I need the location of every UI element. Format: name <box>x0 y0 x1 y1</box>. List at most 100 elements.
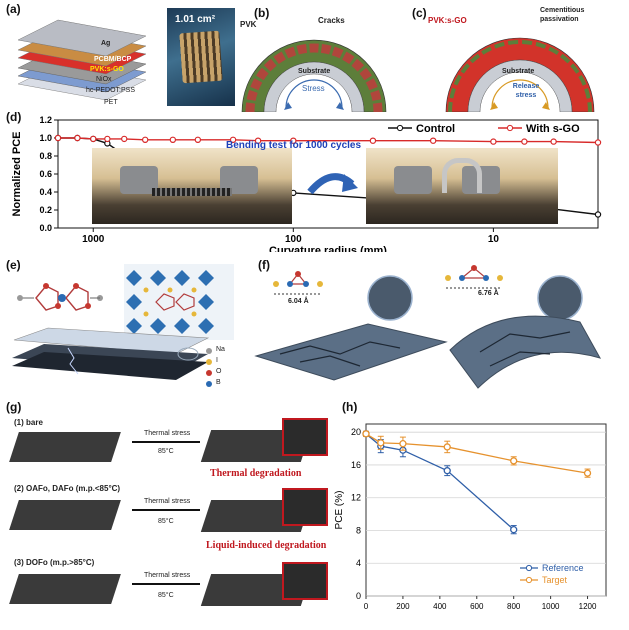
panel-h-label: (h) <box>342 400 358 414</box>
zoom-box-2 <box>282 488 328 526</box>
layer-label-ag: Ag <box>101 40 111 47</box>
layer-label-pet: PET <box>104 99 118 106</box>
crack-line <box>67 347 79 375</box>
legend-b: B <box>206 379 236 390</box>
data-point-d <box>290 137 297 144</box>
data-point-h <box>510 457 518 465</box>
perovskite-lattice <box>124 264 234 340</box>
data-point-d <box>194 136 202 143</box>
data-point-d <box>254 137 262 144</box>
cracks-label: Cracks <box>318 16 345 25</box>
data-point-d <box>550 138 557 145</box>
substrate-film <box>12 352 208 380</box>
data-point-h <box>583 469 592 477</box>
y-axis-label-d: Normalized PCE <box>11 132 23 217</box>
x-tick-label-h: 1000 <box>542 602 560 611</box>
y-tick-label-d: 1.2 <box>39 115 52 125</box>
data-point-d <box>121 135 128 143</box>
sample-bent <box>442 158 482 193</box>
row-1-temp: 85°C <box>158 448 174 455</box>
data-point-h <box>443 467 451 475</box>
row-2-arrow <box>132 509 200 511</box>
data-point-h <box>443 443 451 451</box>
row-3-arrow <box>132 583 200 585</box>
zoom-detail-right <box>537 275 583 321</box>
data-point-d <box>54 134 62 142</box>
x-tick-label-h: 0 <box>364 602 369 611</box>
stress-label: Stress <box>302 84 325 93</box>
release-stress-label: Release stress <box>512 83 540 99</box>
legend-marker-d <box>506 124 514 132</box>
data-point-d <box>429 137 437 144</box>
panel-f-label: (f) <box>258 258 270 272</box>
row-1-arrow-label: Thermal stress <box>144 430 191 437</box>
x-tick-label-d: 1000 <box>82 234 105 245</box>
row-3-arrow-label: Thermal stress <box>144 572 191 579</box>
row-1-outcome: Thermal degradation <box>210 468 302 479</box>
device-area-label: 1.01 cm² <box>175 14 216 25</box>
x-tick-label-d: 100 <box>285 234 302 245</box>
atom-legend: Na I O B <box>206 346 236 390</box>
zoom-detail-left <box>367 275 413 321</box>
layer-label-pcbm: PCBM/BCP <box>94 56 132 63</box>
y-tick-label-h: 8 <box>356 525 361 535</box>
molecule-structure <box>17 283 103 311</box>
panel-b-label: (b) <box>254 6 270 20</box>
data-point-d <box>90 135 97 143</box>
layer-label-pedot: hc-PEDOT:PSS <box>86 87 136 94</box>
device-photo-cells <box>179 30 223 84</box>
substrate-label-b: Substrate <box>298 68 331 75</box>
layer-label-niox: NiOx <box>96 76 112 83</box>
row-2-title: (2) OAFo, DAFo (m.p.<85°C) <box>14 484 121 493</box>
data-point-d <box>369 137 377 144</box>
crack-pattern <box>279 331 571 367</box>
legend-label-d: Control <box>416 123 455 135</box>
bending-photo-flat <box>92 148 292 224</box>
data-point-d <box>74 134 81 142</box>
molecule-short <box>273 271 323 295</box>
row-3-title: (3) DOFo (m.p.>85°C) <box>14 558 95 567</box>
legend-label-d: With s-GO <box>526 123 580 135</box>
x-tick-label-h: 800 <box>507 602 521 611</box>
data-point-d <box>521 138 528 145</box>
data-point-d <box>594 139 602 146</box>
y-tick-label-d: 0.2 <box>39 205 52 215</box>
data-point-h <box>399 440 407 448</box>
sample-flat <box>152 188 232 196</box>
panel-c-label: (c) <box>412 6 427 20</box>
substrate-label-c: Substrate <box>502 68 535 75</box>
layer-label-pvk-sgo: PVK:s-GO <box>90 66 124 73</box>
panel-a-label: (a) <box>6 2 21 16</box>
distance-short-label: 6.04 Å <box>288 298 309 305</box>
y-tick-label-d: 0.0 <box>39 223 52 233</box>
row-2-outcome: Liquid-induced degradation <box>206 540 327 551</box>
device-stack-illustration <box>17 19 147 101</box>
plot-frame-h <box>365 423 607 597</box>
device-photo: 1.01 cm² <box>167 8 235 106</box>
y-tick-label-h: 12 <box>351 493 361 503</box>
y-tick-label-d: 0.8 <box>39 151 52 161</box>
row-2-temp: 85°C <box>158 518 174 525</box>
panel-d-label: (d) <box>6 110 22 124</box>
film-oafo <box>9 500 121 530</box>
x-tick-label-d: 10 <box>488 234 500 245</box>
x-axis-label-d: Curvature radius (mm) <box>269 245 387 252</box>
molecule-long <box>445 265 503 289</box>
data-point-d <box>104 135 111 143</box>
legend-marker-h <box>525 576 533 584</box>
y-tick-label-h: 4 <box>356 558 361 568</box>
y-tick-label-d: 1.0 <box>39 133 52 143</box>
legend-na-label: Na <box>216 346 225 353</box>
bent-pvk-sgo-illustration <box>445 37 595 112</box>
y-tick-label-d: 0.4 <box>39 187 52 197</box>
x-tick-label-h: 200 <box>396 602 410 611</box>
bending-photo-bent <box>366 148 558 224</box>
distance-long-label: 6.76 Å <box>478 290 499 297</box>
bent-pvk-illustration <box>241 39 387 112</box>
data-point-d <box>169 136 177 143</box>
row-1-arrow <box>132 441 200 443</box>
legend-i: I <box>206 357 236 368</box>
y-tick-label-h: 20 <box>351 427 361 437</box>
zoom-circle <box>177 347 199 361</box>
